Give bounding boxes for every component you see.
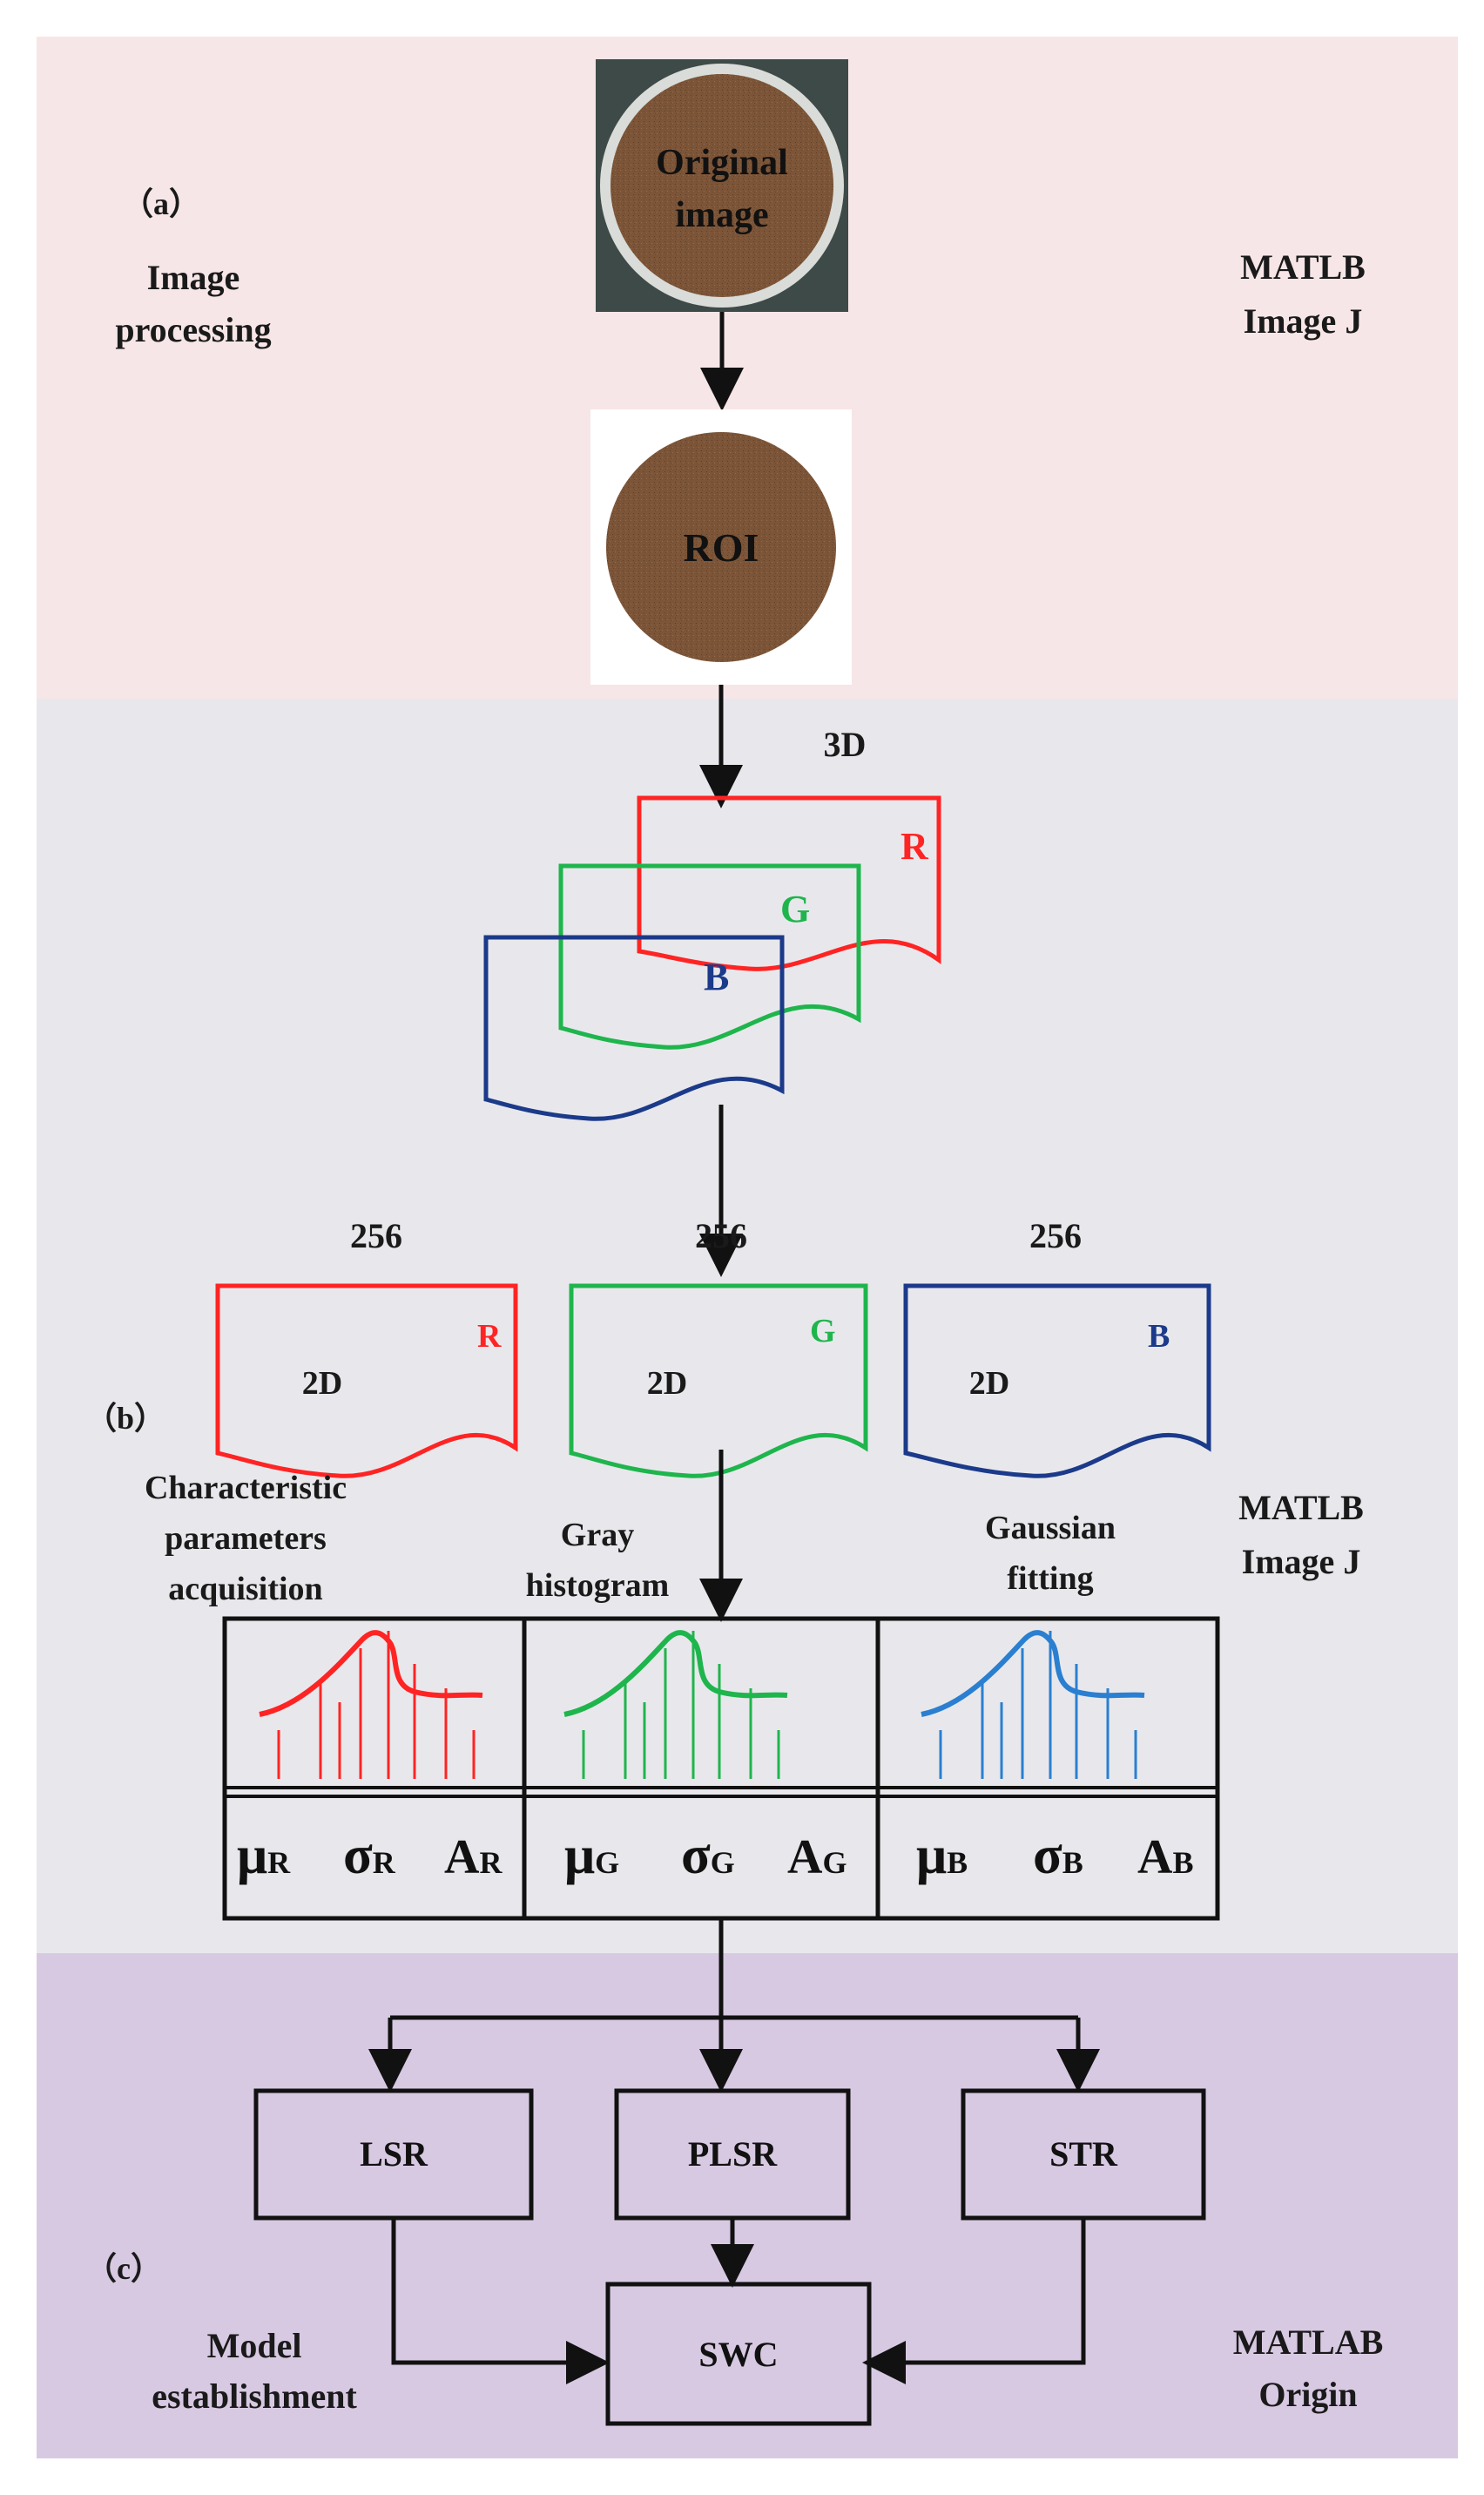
panel-b-title-line2: parameters: [165, 1520, 327, 1557]
channel-count-r: 256: [350, 1216, 402, 1255]
channel-g-2d: [569, 1283, 868, 1478]
panel-c-title-line1: Model: [207, 2326, 302, 2365]
gaussian-fitting-line2: fitting: [1007, 1560, 1093, 1597]
channel-count-g: 256: [695, 1216, 747, 1255]
label-3d: 3D: [824, 725, 867, 764]
histogram-curve: [259, 1630, 483, 1717]
param-mu-g: μG: [564, 1826, 619, 1885]
layer-r-3d: [637, 795, 941, 971]
model-lsr-box: LSR: [253, 2088, 534, 2221]
param-a-r: AR: [444, 1830, 503, 1884]
gray-histogram-line2: histogram: [526, 1567, 670, 1604]
panel-b-tool-line2: Image J: [1242, 1542, 1361, 1581]
panel-b-title-line1: Characteristic: [145, 1470, 347, 1506]
channel-b-2d-label: 2D: [969, 1365, 1009, 1402]
branch-connector: [368, 1918, 1100, 2093]
result-swc-label: SWC: [698, 2335, 778, 2374]
panel-b-title-line3: acquisition: [168, 1571, 322, 1607]
param-sigma-b: σB: [1033, 1826, 1083, 1885]
params-red: μR σR AR: [237, 1826, 503, 1885]
channel-g-2d-letter: G: [810, 1313, 836, 1349]
panel-a-tool-line2: Image J: [1244, 301, 1363, 341]
layer-r-3d-label: R: [901, 825, 929, 868]
param-sigma-g: σG: [681, 1826, 735, 1885]
param-a-b: AB: [1137, 1830, 1193, 1884]
layer-g-3d: [558, 863, 861, 1050]
params-green: μG σG AG: [564, 1826, 847, 1885]
panel-b-tool-line1: MATLB: [1238, 1488, 1364, 1527]
panel-c-tool-line1: MATLAB: [1233, 2323, 1384, 2362]
histogram-red: [259, 1630, 483, 1779]
panel-c-background: [37, 1953, 1458, 2458]
layer-b-3d: [483, 935, 785, 1121]
layer-b-3d-label: B: [704, 956, 729, 998]
panel-c-tag: （c）: [85, 2251, 162, 2286]
arrow-str-to-swc: [862, 2218, 1086, 2384]
panel-a-tool-line1: MATLB: [1240, 247, 1366, 287]
channel-b-2d-letter: B: [1148, 1318, 1170, 1355]
channel-count-b: 256: [1029, 1216, 1082, 1255]
panel-b-background: [37, 699, 1458, 1953]
original-image-label-line1: Original: [656, 143, 788, 183]
roi-photo: ROI: [590, 409, 852, 685]
param-mu-b: μB: [916, 1826, 968, 1885]
panel-a-tag: （a）: [122, 186, 200, 221]
model-plsr-label: PLSR: [688, 2134, 778, 2174]
param-sigma-r: σR: [343, 1826, 396, 1885]
model-str-label: STR: [1049, 2134, 1118, 2174]
original-image-label-line2: image: [675, 195, 768, 235]
gaussian-fitting-line1: Gaussian: [985, 1510, 1116, 1546]
panel-c-tool-line2: Origin: [1258, 2375, 1357, 2414]
channel-g-2d-label: 2D: [647, 1365, 687, 1402]
arrow-lsr-to-swc: [391, 2218, 610, 2384]
model-lsr-label: LSR: [360, 2134, 428, 2174]
panel-a-title-line2: processing: [115, 310, 271, 349]
original-image-photo: Original image: [596, 59, 848, 312]
channel-r-2d-label: 2D: [302, 1365, 342, 1402]
result-swc-box: SWC: [605, 2282, 872, 2426]
channel-b-2d: [903, 1283, 1211, 1478]
histogram-blue: [921, 1630, 1145, 1779]
panel-b-tag: （b）: [85, 1401, 165, 1436]
histogram-curve: [921, 1630, 1145, 1717]
param-mu-r: μR: [237, 1826, 291, 1885]
histogram-curve: [563, 1630, 788, 1717]
histogram-green: [563, 1630, 788, 1779]
gray-histogram-line1: Gray: [561, 1517, 634, 1553]
roi-label: ROI: [684, 525, 759, 570]
channel-r-2d: [215, 1283, 518, 1478]
params-blue: μB σB AB: [916, 1826, 1193, 1885]
panel-a-title-line1: Image: [147, 258, 240, 297]
layer-g-3d-label: G: [780, 888, 810, 930]
panel-c-title-line2: establishment: [152, 2377, 357, 2416]
channel-r-2d-letter: R: [477, 1318, 502, 1355]
param-a-g: AG: [787, 1830, 847, 1884]
